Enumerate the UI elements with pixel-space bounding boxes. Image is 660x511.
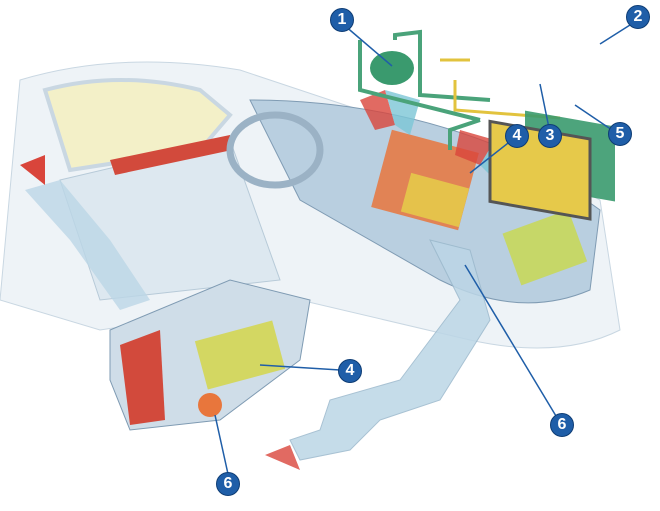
callout-front-hvac-unit: 4 [505, 124, 529, 148]
coolant-lines [440, 58, 561, 120]
center-duct [289, 239, 491, 461]
side-air-arrow [20, 155, 45, 185]
door-trim [110, 135, 232, 175]
callout-rear-blower: 6 [216, 472, 240, 496]
leader-lines [214, 24, 631, 475]
hot-air-arrow [360, 90, 395, 130]
hot-air-arrow [455, 130, 495, 165]
callout-front-blower: 6 [550, 413, 574, 437]
rear-hvac-unit [194, 320, 286, 390]
side-duct [25, 180, 150, 310]
callout-radiator: 5 [608, 122, 632, 146]
compressor [370, 51, 414, 85]
rear-blower [198, 393, 222, 417]
callout-condenser: 2 [626, 5, 650, 29]
callout-compressor: 1 [330, 8, 354, 32]
callout-rear-hvac-unit: 4 [338, 359, 362, 383]
refrigerant-lines [358, 29, 491, 150]
callout-expansion-valve: 3 [538, 124, 562, 148]
steering-wheel [226, 111, 324, 189]
floor-air-arrow [265, 445, 300, 470]
rear-vent-trim [120, 330, 165, 425]
front-blower [502, 209, 588, 286]
